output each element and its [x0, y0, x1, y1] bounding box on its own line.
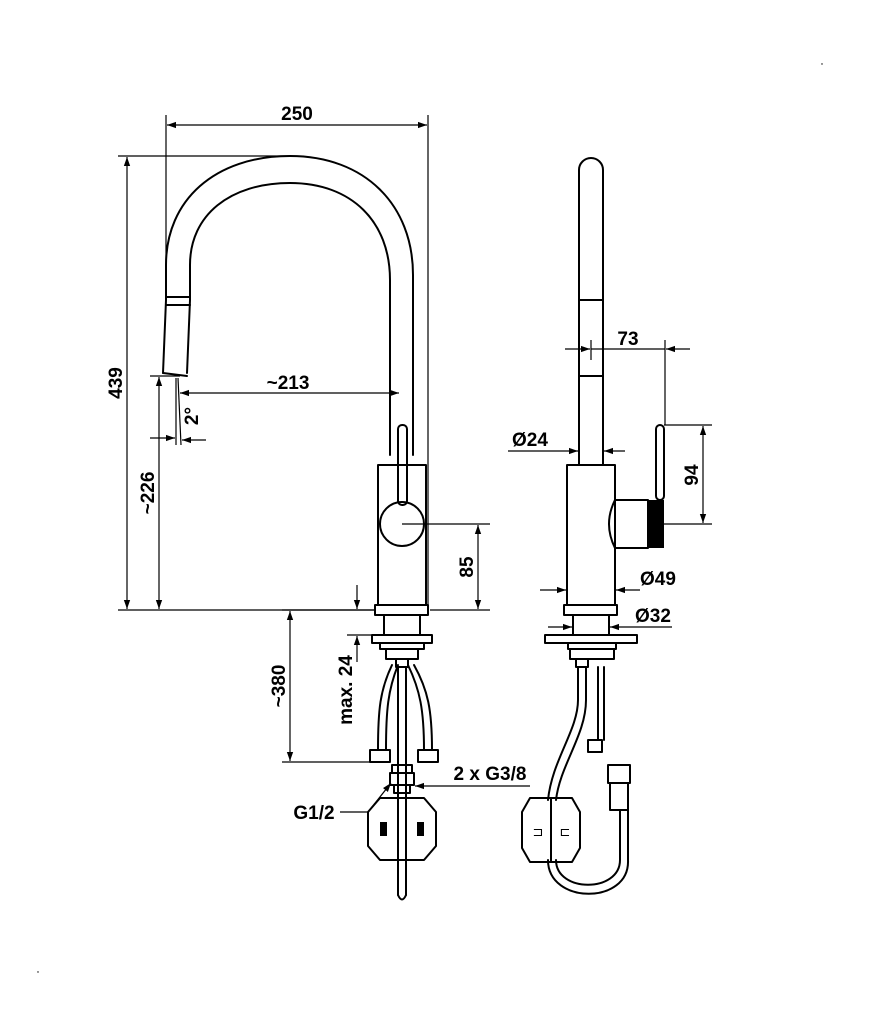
- side-inlet-nut: [607, 764, 631, 784]
- angle-label: 2°: [182, 407, 203, 425]
- handle-height-label: 94: [682, 464, 703, 486]
- inlet-label: G1/2: [293, 803, 334, 824]
- side-lever-cap: [648, 500, 664, 548]
- side-lever-handle: [655, 424, 665, 501]
- lever-height-label: 85: [457, 556, 478, 578]
- side-lever-hub: [608, 499, 616, 549]
- side-shower-hose-loop: [547, 809, 630, 895]
- side-dimensions: 73 Ø24 94 Ø49 Ø32: [508, 329, 712, 631]
- side-hose-weight: [521, 797, 581, 863]
- reach-label: ~213: [267, 373, 310, 394]
- hose-nut-left: [369, 749, 391, 763]
- side-shower-hose: [547, 666, 579, 801]
- base-ring: [374, 604, 429, 616]
- supply-hose-right: [413, 664, 433, 751]
- side-fixing-stud: [575, 658, 589, 668]
- supply-hose-right: [407, 664, 425, 751]
- front-dimensions: 250 439 ~213 ~226 2° 85 ~380 max. 2: [106, 104, 530, 824]
- height-label: 439: [106, 367, 127, 399]
- front-view: [162, 155, 439, 901]
- weight-clip-icon: ⊏: [560, 824, 571, 839]
- speck: [37, 971, 39, 973]
- hose-weight: [367, 797, 437, 861]
- hose-length-label: ~380: [269, 665, 290, 708]
- speck: [821, 63, 823, 65]
- side-mount-nut: [569, 648, 615, 660]
- spout-height-label: ~226: [138, 472, 159, 515]
- weight-clip: [380, 822, 387, 836]
- side-view: ⊐ ⊏: [521, 157, 665, 895]
- weight-clip-icon: ⊐: [533, 824, 544, 839]
- spray-head-outlet: [162, 372, 188, 377]
- mount-plate: [371, 634, 433, 644]
- inlet-fitting: [391, 764, 413, 774]
- mount-shank: [383, 614, 421, 636]
- hose-nut-right: [417, 749, 439, 763]
- width-label: 250: [281, 104, 313, 125]
- side-lever-hub: [614, 499, 649, 549]
- connection-label: 2 x G3/8: [454, 764, 527, 785]
- supply-hose-left: [377, 664, 393, 751]
- supply-hose-left: [385, 664, 399, 751]
- side-shower-hose: [555, 666, 587, 801]
- side-mount-plate: [544, 634, 638, 644]
- inlet-fitting: [393, 784, 411, 794]
- side-hose-nut: [587, 739, 603, 753]
- faucet-body: [377, 464, 427, 606]
- side-mount-shank: [572, 614, 610, 636]
- side-inlet-fitting: [609, 782, 629, 811]
- spout-inner-contour: [186, 182, 391, 456]
- shower-hose-end: [397, 894, 407, 901]
- deck-thickness-label: max. 24: [336, 655, 357, 725]
- side-spout-tube: [578, 157, 604, 466]
- body-diameter-label: Ø49: [640, 569, 676, 590]
- side-shower-hose-loop: [555, 809, 621, 886]
- fixing-stud: [395, 658, 409, 668]
- side-faucet-body: [566, 464, 616, 606]
- mount-nut: [385, 648, 419, 660]
- handle-offset-label: 73: [617, 329, 638, 350]
- base-diameter-label: Ø32: [635, 606, 671, 627]
- weight-clip: [417, 822, 424, 836]
- side-base-ring: [563, 604, 618, 616]
- inlet-fitting: [389, 772, 415, 786]
- spout-diameter-label: Ø24: [512, 430, 548, 451]
